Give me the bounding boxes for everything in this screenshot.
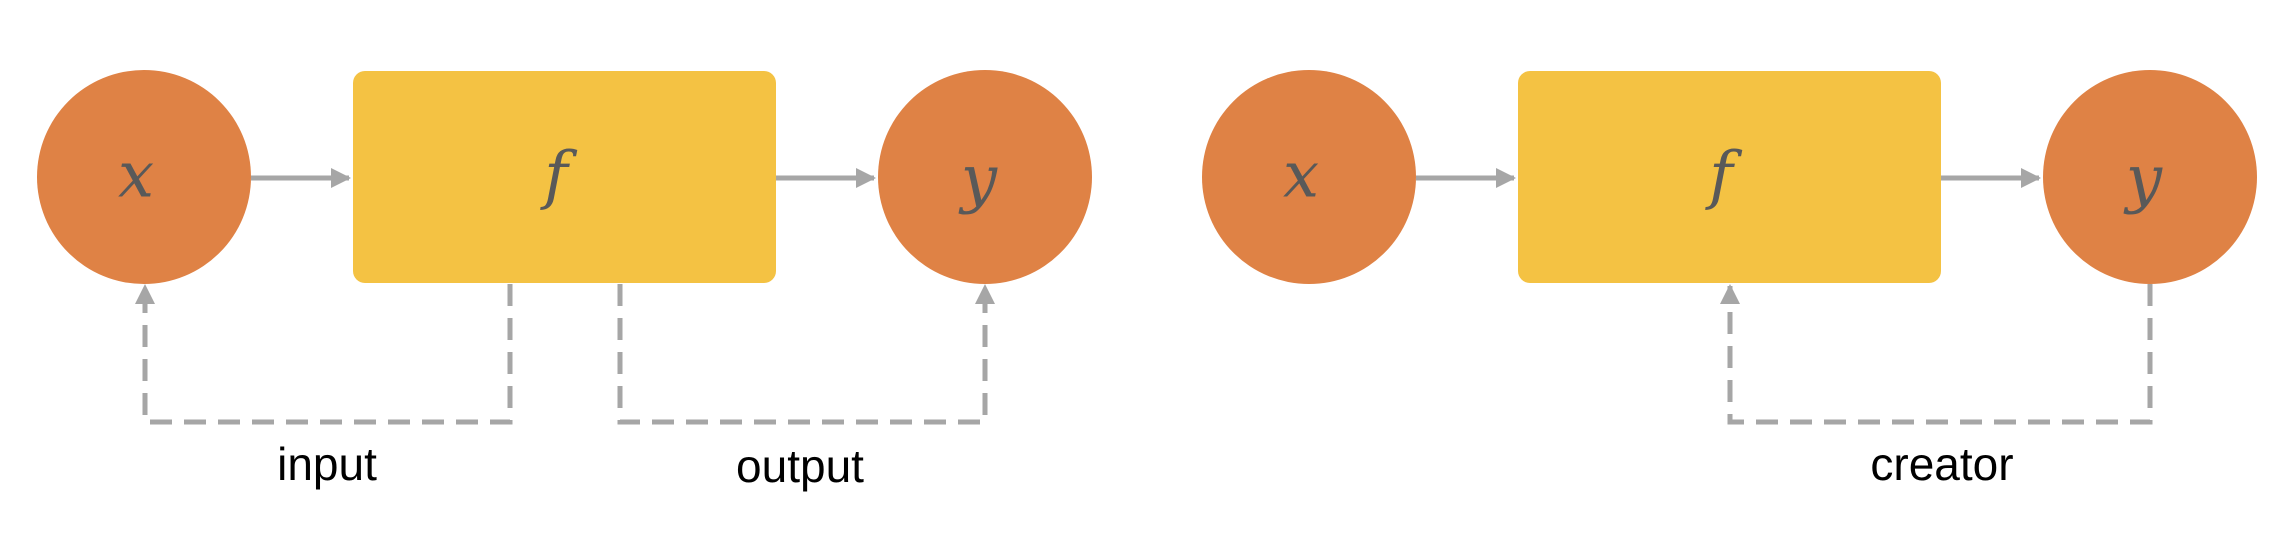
- right-creator-label: creator: [1870, 438, 2013, 490]
- left-function-node: f: [353, 71, 776, 283]
- left-output-label: output: [736, 440, 864, 492]
- left-input-variable-symbol: x: [118, 139, 154, 213]
- right-output-variable-node: y: [2043, 70, 2257, 284]
- right-function-node: f: [1518, 71, 1941, 283]
- right-creator-link: [1720, 284, 2153, 425]
- left-output-link: [617, 284, 995, 425]
- left-output-variable-node: y: [878, 70, 1092, 284]
- left-diagram: x f y input output: [37, 70, 1092, 492]
- right-input-variable-node: x: [1202, 70, 1416, 284]
- right-diagram: x f y creator: [1202, 70, 2257, 490]
- right-input-variable-symbol: x: [1283, 139, 1319, 213]
- left-input-variable-node: x: [37, 70, 251, 284]
- left-input-label: input: [277, 438, 377, 490]
- left-input-link: [135, 284, 513, 425]
- right-output-variable-symbol: y: [2123, 143, 2163, 217]
- left-output-variable-symbol: y: [958, 143, 998, 217]
